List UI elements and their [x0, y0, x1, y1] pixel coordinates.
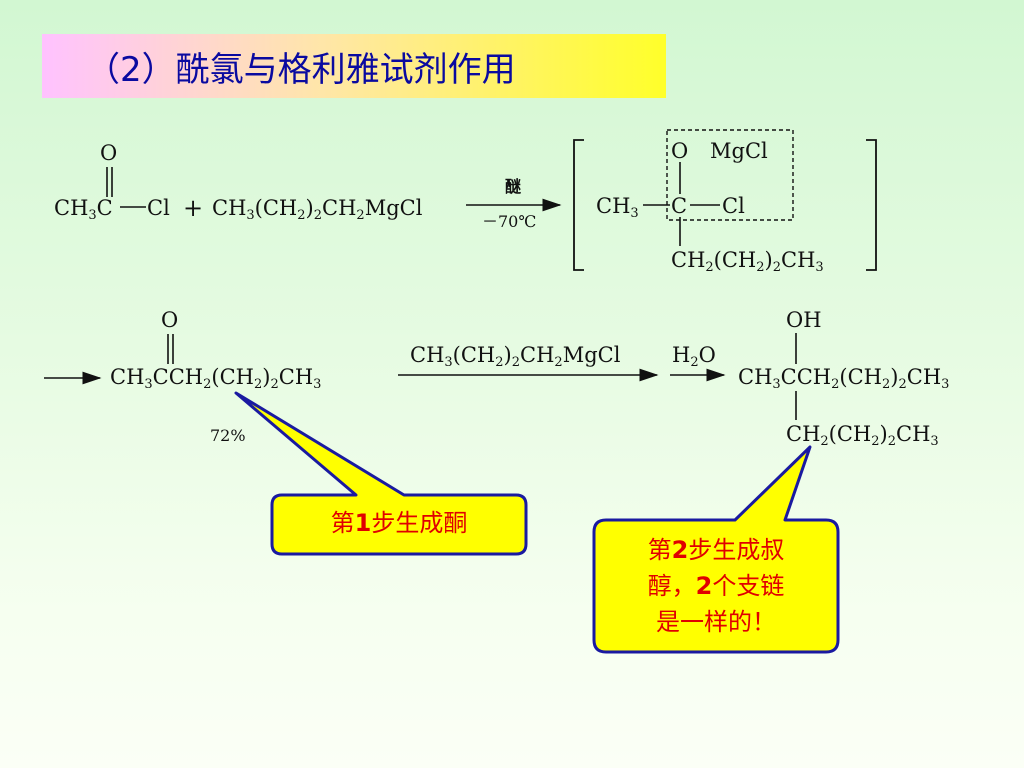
callout-step1-text: 第1步生成酮	[330, 509, 468, 537]
intermediate-carbon: C	[671, 194, 688, 218]
title-banner: （2）酰氯与格利雅试剂作用	[42, 34, 666, 98]
bracket-left	[573, 139, 584, 271]
callout-step1-shape	[234, 391, 528, 556]
ketone-double-bond	[167, 334, 174, 364]
reactant1-double-bond	[106, 167, 113, 197]
intermediate-oxygen: O	[671, 139, 689, 163]
intermediate-mgcl: MgCl	[710, 139, 768, 163]
dashed-highlight-box	[666, 129, 794, 221]
grignard-reagent-1: CH3(CH2)2CH2MgCl	[212, 196, 423, 223]
reactant1-methyl: CH3C	[54, 196, 113, 223]
callout-step2-line2: 醇，2个支链	[647, 572, 785, 600]
intermediate-chlorine: Cl	[722, 194, 745, 218]
intermediate-methyl: CH3	[596, 194, 639, 221]
grignard-formula: CH3(CH2)2CH2MgCl	[212, 196, 423, 223]
reactant1-chlorine: Cl	[147, 196, 170, 220]
callout-step2-line1: 第2步生成叔	[647, 536, 785, 564]
water-reagent: H2O	[672, 343, 716, 370]
callout-step2-line3: 是一样的！	[656, 608, 776, 636]
alcohol-hydroxyl: OH	[786, 308, 822, 332]
intermediate-chain: CH2(CH2)2CH3	[671, 248, 824, 275]
alcohol-formula: CH3CCH2(CH2)2CH3	[738, 365, 950, 392]
intermediate-bonds	[643, 162, 720, 246]
alcohol-chain: CH2(CH2)2CH3	[786, 422, 939, 449]
reactant1-oxygen: O	[100, 141, 118, 165]
condition-ether: 醚	[505, 177, 522, 196]
yield-label: 72%	[210, 426, 246, 445]
ketone-oxygen: O	[161, 308, 179, 332]
callout-step2-shape	[592, 445, 840, 654]
callout-step2-text: 第2步生成叔 醇，2个支链 是一样的！	[594, 532, 838, 640]
ketone-formula: CH3CCH2(CH2)2CH3	[110, 365, 322, 392]
plus-sign: +	[183, 194, 204, 222]
page-title: （2）酰氯与格利雅试剂作用	[86, 49, 516, 90]
bracket-right	[866, 139, 877, 271]
grignard-reagent-2: CH3(CH2)2CH2MgCl	[410, 343, 621, 370]
condition-temperature: －70℃	[482, 212, 537, 231]
